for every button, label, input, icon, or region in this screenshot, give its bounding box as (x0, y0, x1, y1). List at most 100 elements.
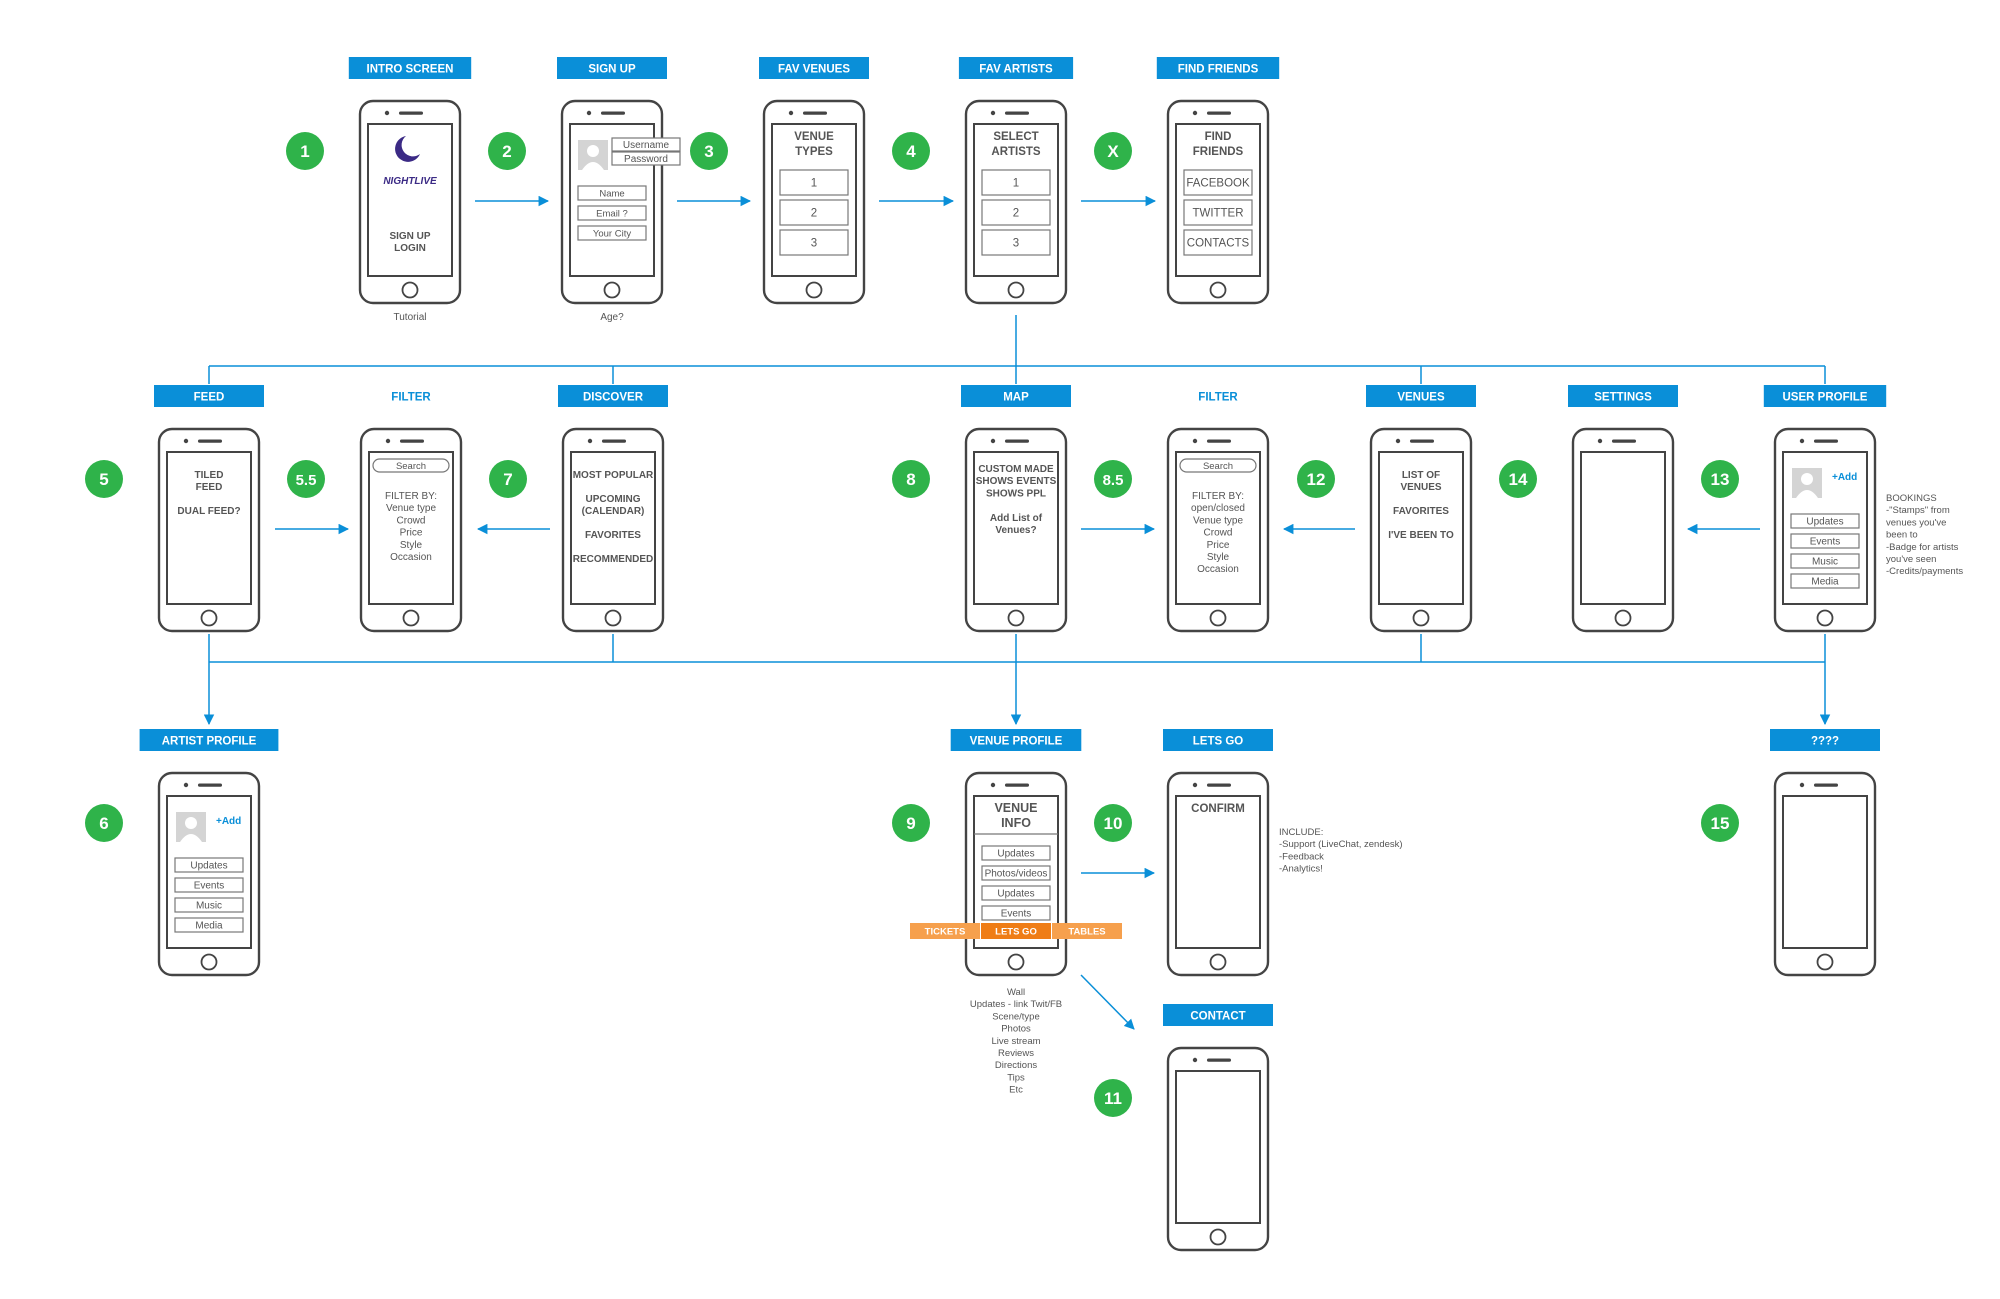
screen-caption: Age? (600, 312, 624, 323)
screen-header-label: SIGN UP (588, 64, 636, 76)
screen-header (557, 57, 667, 79)
screen-header-label: ???? (1811, 736, 1839, 748)
wire-button-label: 3 (1013, 238, 1019, 250)
wire-button-label: Username (623, 140, 670, 151)
step-badge (1297, 460, 1335, 498)
wire-button-label: Name (599, 188, 624, 199)
wire-button (981, 169, 1051, 196)
screen-header-label: SETTINGS (1594, 392, 1652, 404)
wire-button (577, 225, 647, 241)
screen-header-label: ARTIST PROFILE (162, 736, 257, 748)
camera-icon (587, 438, 593, 444)
side-note-line: -"Stamps" from (1886, 505, 1950, 516)
screen-text-line: Venue type (386, 503, 436, 514)
camera-icon (1192, 1057, 1198, 1063)
step-badge-label: 5.5 (296, 472, 317, 489)
side-note-line: -Analytics! (1279, 864, 1323, 875)
screen-text-line: SIGN UP (389, 231, 430, 242)
avatar-body-icon (180, 834, 202, 842)
wire-button-label: Music (1812, 557, 1838, 568)
wire-button-label: 3 (811, 238, 817, 250)
step-badge-label: 3 (704, 142, 713, 161)
home-button-icon (1007, 609, 1025, 627)
home-button-icon (200, 953, 218, 971)
speaker-icon (1814, 439, 1838, 443)
wire-button (981, 229, 1051, 256)
step-badge-label: 5 (99, 470, 108, 489)
wire-button-label: Updates (1806, 517, 1843, 528)
screen-caption-line: Directions (995, 1060, 1037, 1071)
screen-header-label: VENUES (1397, 392, 1445, 404)
home-button-icon (1007, 281, 1025, 299)
wire-button (611, 151, 681, 166)
wire-button-label: FACEBOOK (1186, 178, 1250, 190)
screen-header-label: FAV VENUES (778, 64, 850, 76)
screen-header-label: CONTACT (1190, 1011, 1245, 1023)
step-badge-label: 7 (503, 470, 512, 489)
wire-button (779, 169, 849, 196)
home-button-icon (1209, 609, 1227, 627)
screen-text-line: FILTER BY: (1192, 491, 1244, 502)
action-tab-label: LETS GO (995, 927, 1037, 938)
phone-screen (368, 451, 454, 605)
speaker-icon (399, 111, 423, 115)
screen-title: INFO (1001, 816, 1031, 830)
step-badge (1701, 460, 1739, 498)
camera-icon (586, 110, 592, 116)
wire-button-label: Updates (997, 849, 1034, 860)
phone-screen (166, 451, 252, 605)
screen-title: VENUE (794, 131, 834, 143)
screen-caption-line: Wall (1007, 987, 1025, 998)
home-button-icon (1007, 953, 1025, 971)
step-badge (892, 132, 930, 170)
screen-text-line: VENUES (1400, 482, 1441, 493)
screen-text-line: LOGIN (394, 243, 426, 254)
screen-header (558, 385, 668, 407)
wire-button-label: Photos/videos (985, 869, 1048, 880)
screen-text-line: FILTER BY: (385, 491, 437, 502)
step-badge (1094, 1079, 1132, 1117)
screen-text-line: DUAL FEED? (177, 506, 240, 517)
action-tab (910, 923, 980, 939)
speaker-icon (1207, 1058, 1231, 1062)
wire-button-label: Media (1811, 577, 1839, 588)
home-button-icon (401, 281, 419, 299)
wire-button (1183, 199, 1253, 226)
home-button-icon (200, 609, 218, 627)
step-badge (1094, 132, 1132, 170)
step-badge (85, 804, 123, 842)
wire-button-label: 1 (1013, 178, 1019, 190)
phone-screen (1175, 795, 1261, 949)
wire-button (174, 917, 244, 933)
screen-text-line: FAVORITES (585, 530, 641, 541)
screen-header (154, 385, 264, 407)
screen-text-line: Crowd (397, 515, 426, 526)
screen-text-line: Venue type (1193, 515, 1243, 526)
camera-icon (1799, 438, 1805, 444)
side-note-line: -Feedback (1279, 851, 1324, 862)
screen-header-label: VENUE PROFILE (970, 736, 1063, 748)
step-badge (892, 460, 930, 498)
screen-text-line: Crowd (1204, 528, 1233, 539)
screen-venue-profile: VENUE PROFILE9VENUEINFOUpdatesPhotos/vid… (892, 729, 1122, 1096)
screen-header-label: LETS GO (1193, 736, 1244, 748)
home-button-icon (1614, 609, 1632, 627)
wire-button-label: 2 (1013, 208, 1019, 220)
home-button-icon (604, 609, 622, 627)
home-button-icon (1816, 609, 1834, 627)
search-input (372, 458, 450, 473)
side-note-line: -Support (LiveChat, zendesk) (1279, 839, 1403, 850)
step-badge-label: 8 (906, 470, 915, 489)
wire-button (1790, 513, 1860, 529)
screen-caption-line: Tips (1007, 1072, 1025, 1083)
wire-button (174, 857, 244, 873)
add-link: +Add (216, 816, 241, 827)
home-button-icon (1412, 609, 1430, 627)
